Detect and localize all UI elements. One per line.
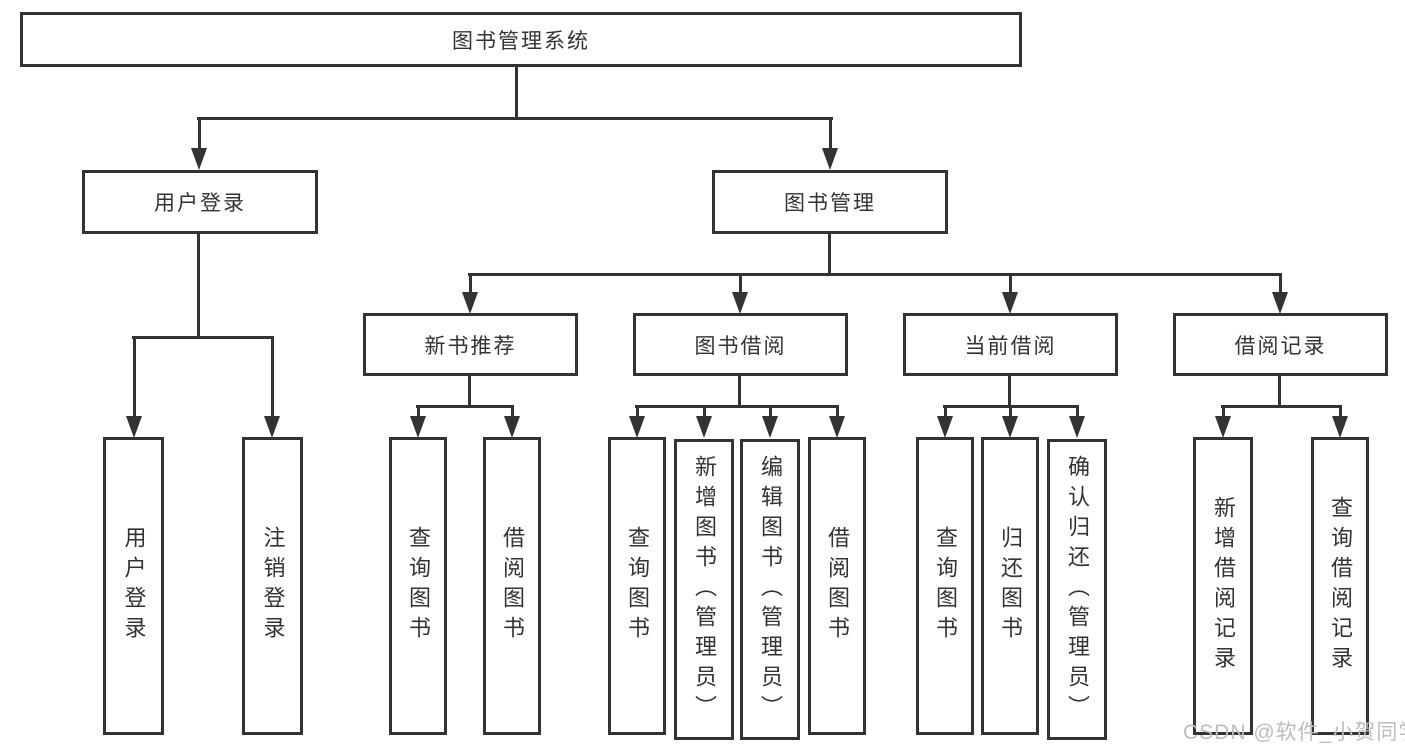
arrowhead-icon xyxy=(732,292,748,314)
arrow-to-user-login xyxy=(191,117,207,170)
leaf-edit-books-admin: 编辑图书（管理员） xyxy=(740,439,800,740)
arrow-leaf xyxy=(410,405,426,438)
arrowhead-icon xyxy=(937,416,953,438)
arrowhead-icon xyxy=(1215,416,1231,438)
arrowhead-icon xyxy=(822,148,838,170)
arrow-to-borrowing-records xyxy=(1272,273,1288,314)
connector-new-book-stem xyxy=(468,374,471,408)
arrowhead-icon xyxy=(1272,292,1288,314)
arrowhead-icon xyxy=(1002,292,1018,314)
arrowhead-icon xyxy=(1332,416,1348,438)
arrowhead-icon xyxy=(696,416,712,438)
arrowhead-icon xyxy=(1069,416,1085,438)
arrow-leaf xyxy=(696,405,712,438)
connector-book-borrowing-stem xyxy=(738,374,741,408)
leaf-confirm-return-admin: 确认归还（管理员） xyxy=(1047,439,1107,740)
arrow-leaf xyxy=(1215,405,1231,438)
arrow-to-book-management xyxy=(822,117,838,170)
leaf-query-books: 查询图书 xyxy=(389,437,447,735)
arrowhead-icon xyxy=(1002,416,1018,438)
arrow-leaf xyxy=(762,405,778,438)
connector-root-stem xyxy=(515,64,518,119)
arrowhead-icon xyxy=(191,148,207,170)
arrowhead-icon xyxy=(126,416,142,438)
arrowhead-icon xyxy=(462,292,478,314)
arrowhead-icon xyxy=(410,416,426,438)
arrow-to-current-borrowing xyxy=(1002,273,1018,314)
node-library-management-system: 图书管理系统 xyxy=(20,12,1022,67)
leaf-user-login: 用户登录 xyxy=(103,437,164,735)
node-book-management: 图书管理 xyxy=(712,170,948,234)
node-user-login: 用户登录 xyxy=(82,170,318,234)
arrow-to-leaf-logout xyxy=(264,336,280,438)
csdn-watermark: CSDN @软件_小贺同学 xyxy=(1183,721,1405,744)
arrow-leaf xyxy=(504,405,520,438)
arrow-to-new-book-recommendation xyxy=(462,273,478,314)
arrow-leaf xyxy=(829,405,845,438)
connector-user-login-stem xyxy=(197,232,200,338)
arrow-to-book-borrowing xyxy=(732,273,748,314)
node-new-book-recommendation: 新书推荐 xyxy=(363,313,578,376)
leaf-borrow-books: 借阅图书 xyxy=(808,437,866,735)
arrow-leaf xyxy=(629,405,645,438)
leaf-query-books: 查询图书 xyxy=(916,437,974,735)
connector-root-rail xyxy=(197,117,833,120)
arrowhead-icon xyxy=(762,416,778,438)
node-book-borrowing: 图书借阅 xyxy=(633,313,848,376)
arrowhead-icon xyxy=(629,416,645,438)
connector-borrowing-records-rail xyxy=(1221,405,1342,408)
node-borrowing-records: 借阅记录 xyxy=(1173,313,1388,376)
connector-current-borrowing-stem xyxy=(1008,374,1011,408)
node-current-borrowing: 当前借阅 xyxy=(903,313,1118,376)
leaf-borrow-books: 借阅图书 xyxy=(483,437,541,735)
connector-new-book-rail xyxy=(416,405,514,408)
arrow-leaf xyxy=(1069,405,1085,438)
leaf-add-books-admin: 新增图书（管理员） xyxy=(674,439,734,740)
arrowhead-icon xyxy=(264,416,280,438)
connector-book-management-stem xyxy=(828,232,831,276)
arrowhead-icon xyxy=(829,416,845,438)
connector-borrowing-records-stem xyxy=(1278,374,1281,408)
connector-book-borrowing-rail xyxy=(635,405,839,408)
leaf-logout: 注销登录 xyxy=(242,437,303,735)
connector-user-login-rail xyxy=(132,336,274,339)
arrowhead-icon xyxy=(504,416,520,438)
leaf-add-borrow-record: 新增借阅记录 xyxy=(1193,437,1253,735)
arrow-to-leaf-user-login xyxy=(126,336,142,438)
arrow-leaf xyxy=(937,405,953,438)
leaf-return-books: 归还图书 xyxy=(981,437,1039,735)
leaf-query-borrow-record: 查询借阅记录 xyxy=(1311,437,1369,735)
leaf-query-books: 查询图书 xyxy=(608,437,666,735)
arrow-leaf xyxy=(1002,405,1018,438)
connector-book-management-rail xyxy=(468,273,1282,276)
arrow-leaf xyxy=(1332,405,1348,438)
